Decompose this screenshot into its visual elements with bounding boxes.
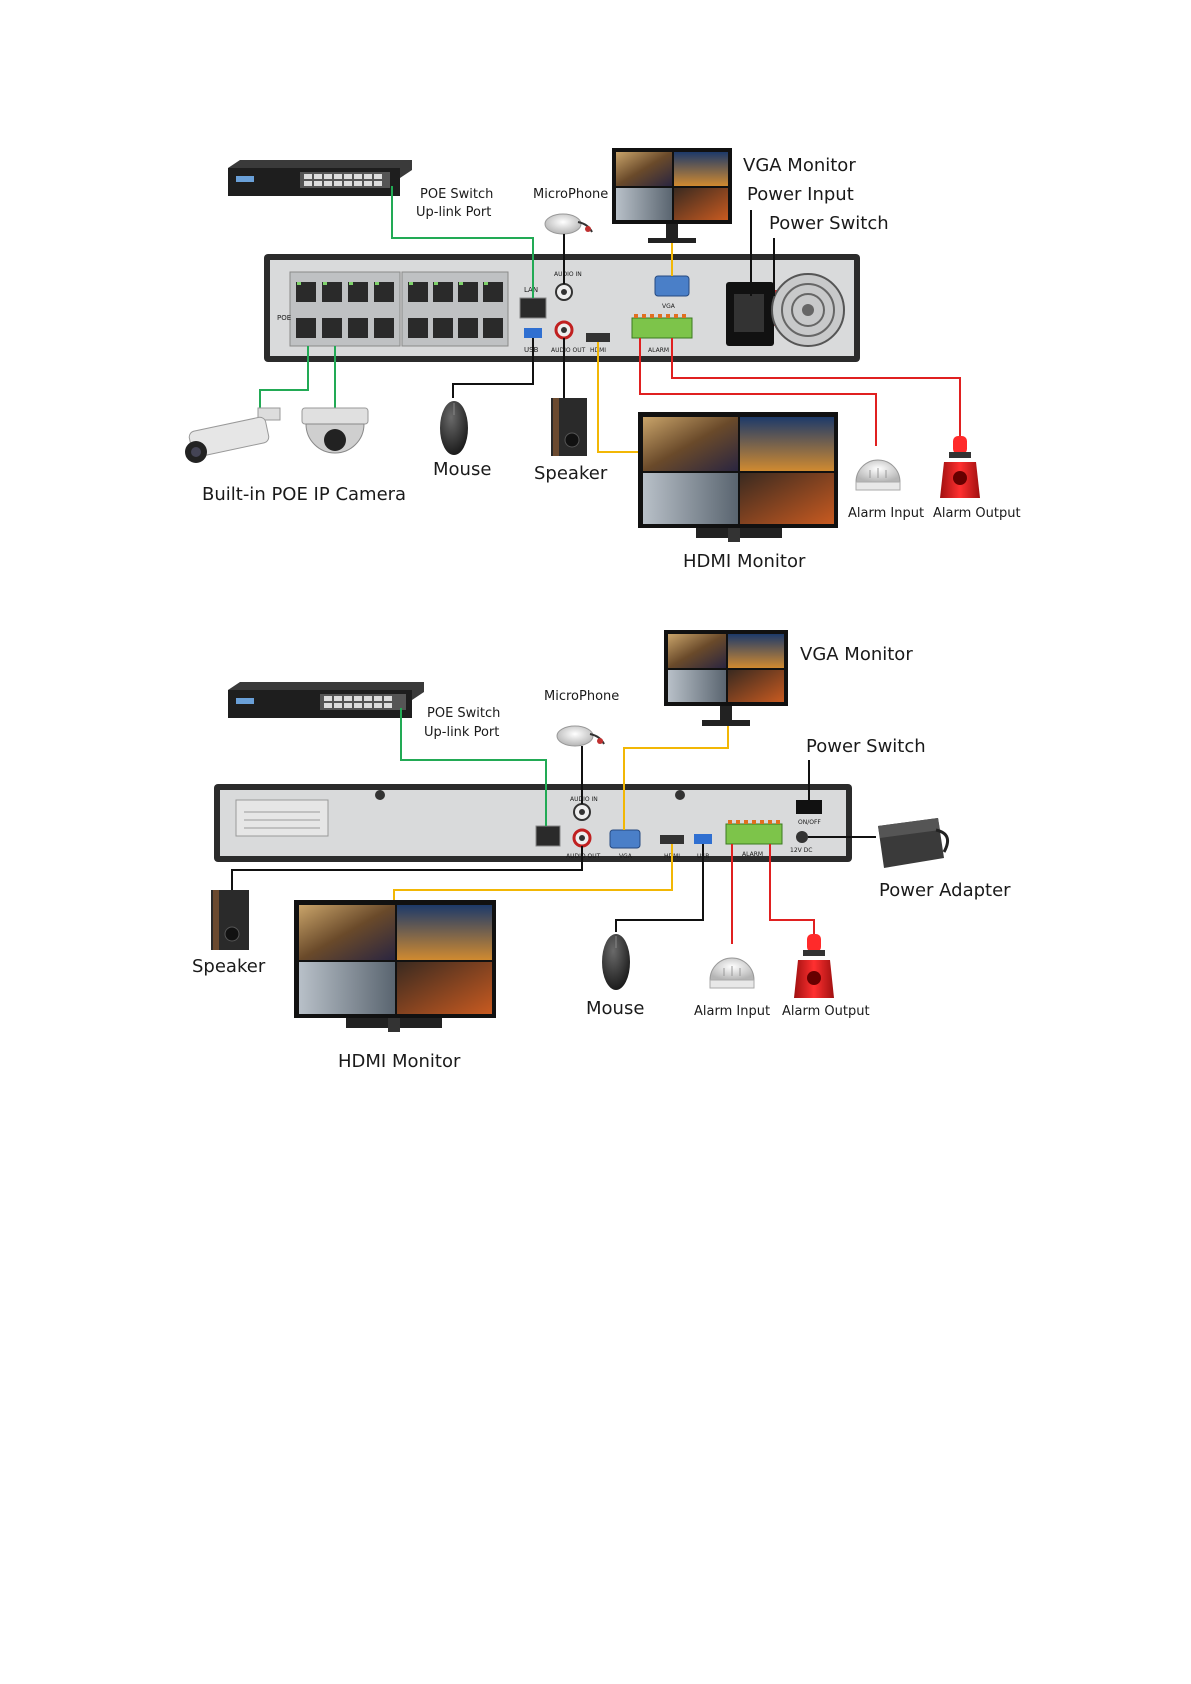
mouse-label: Mouse [433,459,491,480]
nvr-16-port-back-panel: POE LAN USB AUDIO IN AUDIO OUT HDMI VGA … [264,254,860,362]
power-adapter-label: Power Adapter [879,880,1011,901]
hdmi-monitor-label-2: HDMI Monitor [338,1051,461,1072]
poe-switch-label-line1: POE Switch [420,187,493,202]
audio-out-panel-text-2: AUDIO OUT [566,853,601,860]
hdmi-monitor-device [638,412,838,542]
vga-panel-text-2: VGA [619,853,633,860]
mouse-device [440,401,468,455]
microphone-device-2 [557,726,604,746]
microphone-label: MicroPhone [533,187,608,202]
power-input-label: Power Input [747,184,854,205]
poe-switch-device-2 [228,682,424,718]
usb-panel-text: USB [524,346,539,354]
lan-panel-text: LAN [524,286,538,294]
audio-out-panel-text: AUDIO OUT [551,347,586,354]
audio-in-panel-text: AUDIO IN [554,271,582,278]
poe-switch-label-line1-2: POE Switch [427,706,500,721]
alarm-output-label: Alarm Output [933,506,1021,521]
hdmi-monitor-device-2 [294,900,496,1032]
power-adapter-device [878,818,948,868]
vga-monitor-label-2: VGA Monitor [800,644,913,665]
vga-panel-text: VGA [662,303,676,310]
camera-label: Built-in POE IP Camera [202,484,406,505]
speaker-label: Speaker [534,463,608,484]
microphone-label-2: MicroPhone [544,689,619,704]
poe-switch-label-line2: Up-link Port [416,205,491,220]
audio-in-panel-text-2: AUDIO IN [570,796,598,803]
alarm-panel-text-2: ALARM [742,851,763,858]
alarm-input-label-2: Alarm Input [694,1004,770,1019]
mouse-device-2 [602,934,630,990]
speaker-label-2: Speaker [192,956,266,977]
nvr-slim-back-panel: AUDIO IN AUDIO OUT VGA HDMI USB ALARM ON… [214,784,852,862]
microphone-device [545,214,592,234]
mouse-label-2: Mouse [586,998,644,1019]
hdmi-monitor-label: HDMI Monitor [683,551,806,572]
alarm-input-device-2 [710,958,754,988]
alarm-output-device [940,436,980,498]
diagram-top: POE Switch Up-link Port MicroPhone VGA M… [185,148,1021,572]
power-switch-label: Power Switch [769,213,889,234]
vga-monitor-device [612,148,732,243]
diagram-bottom: POE Switch Up-link Port MicroPhone VGA M… [192,630,1011,1072]
dome-camera-device [302,408,368,453]
on-off-panel-text: ON/OFF [798,819,821,826]
poe-switch-label-line2-2: Up-link Port [424,725,499,740]
power-switch-label-2: Power Switch [806,736,926,757]
poe-switch-device [228,160,412,196]
bullet-camera-device [185,408,280,463]
alarm-input-label: Alarm Input [848,506,924,521]
vga-monitor-label: VGA Monitor [743,155,856,176]
speaker-device-2 [211,890,249,950]
vga-monitor-device-2 [664,630,788,726]
alarm-output-device-2 [794,934,834,998]
poe-panel-text: POE [277,314,291,322]
dc-panel-text: 12V DC [790,847,812,854]
alarm-panel-text: ALARM [648,347,669,354]
alarm-input-device [856,460,900,490]
alarm-output-label-2: Alarm Output [782,1004,870,1019]
speaker-device [551,398,587,456]
